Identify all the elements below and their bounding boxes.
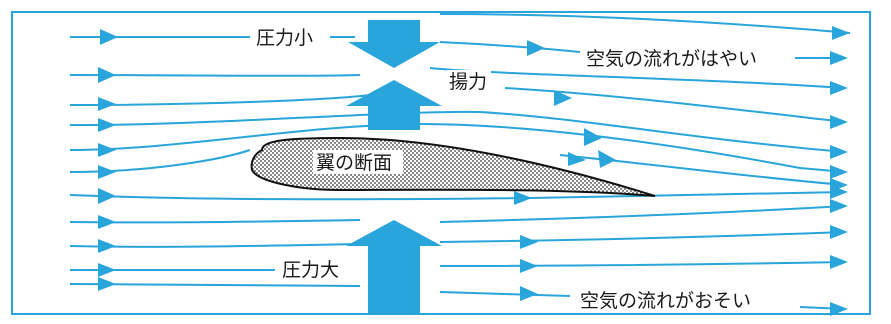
streamline-arrowhead (98, 118, 116, 132)
streamline-arrowhead (830, 51, 848, 65)
diagram-frame (11, 11, 871, 315)
streamline (559, 154, 846, 186)
label-lift: 揚力 (449, 71, 487, 93)
streamline (439, 231, 846, 243)
streamline-arrowhead (100, 29, 118, 45)
streamline-arrowhead (98, 188, 116, 204)
streamline (429, 67, 846, 89)
streamline (439, 291, 571, 297)
streamline-arrowhead (514, 191, 532, 205)
label-bg (313, 150, 403, 174)
streamline-arrowhead (830, 115, 848, 129)
pressure-arrow-down-icon (348, 20, 440, 68)
streamline-arrowhead (520, 235, 538, 249)
streamline-arrowhead (527, 40, 545, 56)
streamline-arrowhead (830, 185, 848, 199)
streamline (69, 110, 846, 153)
streamline (439, 13, 851, 34)
streamline-arrowhead (832, 26, 850, 40)
streamline-arrowhead (98, 239, 116, 253)
lift-arrow-up-icon (346, 80, 442, 130)
streamline-arrowhead (830, 81, 848, 95)
pressure-arrow-up-icon (346, 220, 442, 314)
streamline-arrowhead (830, 302, 848, 316)
airfoil-section (250, 136, 656, 197)
streamline-arrowhead (584, 128, 602, 146)
streamline-arrowhead (554, 90, 572, 106)
streamline-arrowhead (568, 152, 586, 166)
label-bg (280, 258, 352, 280)
label-air-fast: 空気の流れがはやい (586, 48, 757, 70)
streamline (69, 283, 361, 287)
label-bg (254, 26, 326, 48)
streamline-arrowhead (98, 97, 116, 111)
label-bg (584, 46, 792, 70)
label-air-slow: 空気の流れがおそい (580, 290, 751, 312)
streamline-arrowhead (98, 215, 116, 229)
streamline-arrowheads (98, 26, 850, 316)
streamline (69, 74, 361, 77)
streamline-arrowhead (830, 255, 848, 269)
streamline (439, 41, 581, 53)
streamline-arrowhead (520, 259, 538, 273)
streamline-arrowhead (598, 150, 616, 168)
streamline (439, 261, 846, 267)
label-bg (578, 288, 790, 312)
streamline (69, 94, 371, 106)
streamline-arrowhead (98, 143, 116, 157)
streamline (69, 149, 251, 173)
streamline-arrowhead (830, 199, 848, 213)
label-pressure-high: 圧力大 (282, 259, 339, 281)
streamline-arrowhead (830, 225, 848, 239)
streamline-arrowhead (98, 277, 116, 291)
streamline-arrowhead (830, 165, 848, 179)
streamline-arrowhead (830, 145, 848, 159)
streamline-arrowhead (98, 165, 116, 179)
streamline (69, 122, 846, 173)
label-pressure-low: 圧力小 (256, 27, 313, 49)
label-wing-section: 翼の断面 (316, 152, 392, 174)
streamline (504, 87, 846, 123)
label-bg (447, 70, 491, 92)
streamline-arrowhead (520, 286, 538, 301)
streamline (69, 191, 846, 201)
streamline-arrowhead (98, 67, 116, 83)
streamline-arrowhead (98, 263, 116, 277)
streamline (439, 205, 846, 223)
